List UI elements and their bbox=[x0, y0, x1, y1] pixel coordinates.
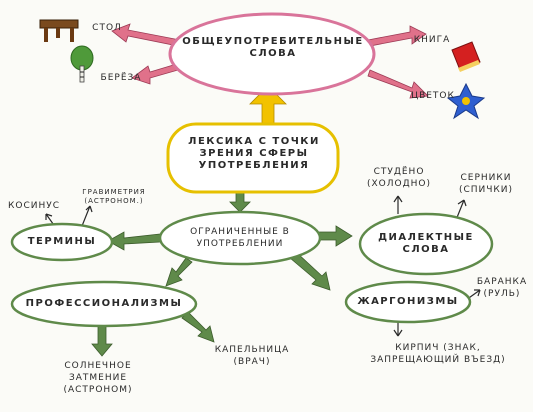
arrow-to-flower bbox=[367, 69, 429, 99]
example-baranka: БАРАНКА (РУЛЬ) bbox=[476, 277, 528, 299]
common-words-oval bbox=[168, 12, 376, 96]
limited-title: ОГРАНИЧЕННЫЕ В УПОТРЕБЛЕНИИ bbox=[190, 227, 290, 249]
dialect-title: ДИАЛЕКТНЫЕ СЛОВА bbox=[378, 232, 474, 255]
center-title: ЛЕКСИКА С ТОЧКИ ЗРЕНИЯ СФЕРЫ УПОТРЕБЛЕНИ… bbox=[188, 136, 320, 171]
arrow-to-terms bbox=[107, 231, 161, 251]
terms-title: ТЕРМИНЫ bbox=[27, 236, 97, 247]
dialect-oval bbox=[358, 212, 494, 276]
arrow-to-book bbox=[367, 25, 427, 47]
arrow-to-studeno bbox=[393, 195, 403, 214]
example-stol: СТОЛ bbox=[92, 23, 122, 33]
flower-icon bbox=[446, 82, 486, 120]
example-beryoza: БЕРЁЗА bbox=[100, 73, 142, 83]
example-kapelnitsa: КАПЕЛЬНИЦА (ВРАЧ) bbox=[214, 345, 290, 367]
slang-title: ЖАРГОНИЗМЫ bbox=[357, 296, 459, 307]
birch-icon bbox=[70, 45, 94, 83]
example-gravimetry: ГРАВИМЕТРИЯ (АСТРОНОМ.) bbox=[82, 188, 146, 205]
example-tsvetok: ЦВЕТОК bbox=[411, 91, 455, 101]
example-kirpich: КИРПИЧ (ЗНАК, ЗАПРЕЩАЮЩИЙ ВЪЕЗД) bbox=[370, 343, 506, 365]
slang-oval bbox=[344, 280, 472, 324]
book-icon bbox=[451, 41, 481, 72]
arrow-to-kirpich bbox=[393, 322, 403, 337]
arrow-to-table bbox=[111, 23, 181, 47]
common-words-title: ОБЩЕУПОТРЕБИТЕЛЬНЫЕ СЛОВА bbox=[182, 36, 364, 59]
arrow-to-prof bbox=[165, 257, 193, 287]
center-box bbox=[166, 122, 340, 194]
example-studeno: СТУДЁНО (ХОЛОДНО) bbox=[366, 167, 431, 189]
limited-oval bbox=[158, 210, 322, 266]
arrow-to-kapelnitsa bbox=[181, 311, 215, 343]
example-serniki: СЕРНИКИ (СПИЧКИ) bbox=[458, 173, 514, 195]
example-kniga: КНИГА bbox=[413, 35, 451, 45]
table-icon bbox=[39, 19, 79, 42]
example-solar-eclipse: СОЛНЕЧНОЕ ЗАТМЕНИЕ (АСТРОНОМ) bbox=[63, 361, 133, 395]
prof-oval bbox=[10, 280, 198, 328]
prof-title: ПРОФЕССИОНАЛИЗМЫ bbox=[25, 298, 183, 309]
example-kosinus: КОСИНУС bbox=[7, 201, 61, 211]
terms-oval bbox=[10, 222, 114, 262]
arrow-to-gravimetry bbox=[81, 205, 93, 227]
